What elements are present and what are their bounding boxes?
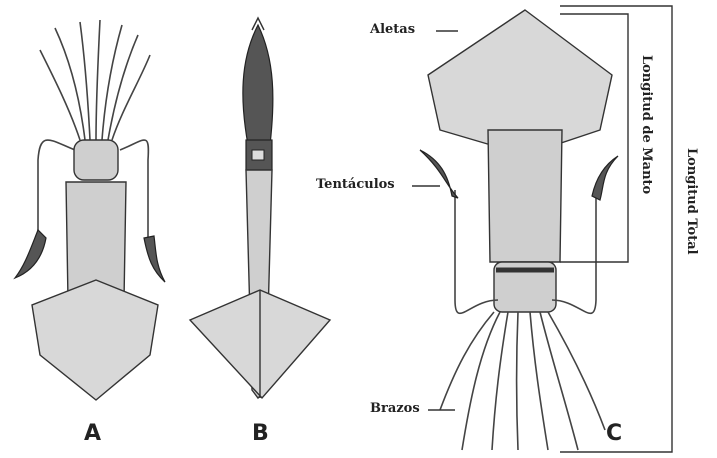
label-tentaculos-group: Tentáculos [316,177,440,192]
label-aletas-group: Aletas [369,22,458,37]
figure-a-label: A [84,421,101,446]
label-aletas: Aletas [369,22,415,37]
squid-a-head [74,140,118,180]
squid-c-arms [440,312,605,450]
figure-b-label: B [252,421,269,446]
squid-b-arms [243,25,273,145]
squid-a-arms [40,20,150,140]
squid-figure-a: A [15,20,165,446]
squid-figure-b: B [190,18,330,446]
squid-a-fin [32,280,158,400]
label-longitud-manto: Longitud de Manto [639,55,654,195]
label-tentaculos: Tentáculos [316,177,395,192]
squid-b-eye-icon [252,150,264,160]
squid-figure-c: C [420,10,622,450]
label-longitud-total: Longitud Total [684,148,699,255]
figure-c-label: C [606,421,622,446]
label-brazos: Brazos [370,401,420,416]
squid-c-mantle [488,130,562,262]
